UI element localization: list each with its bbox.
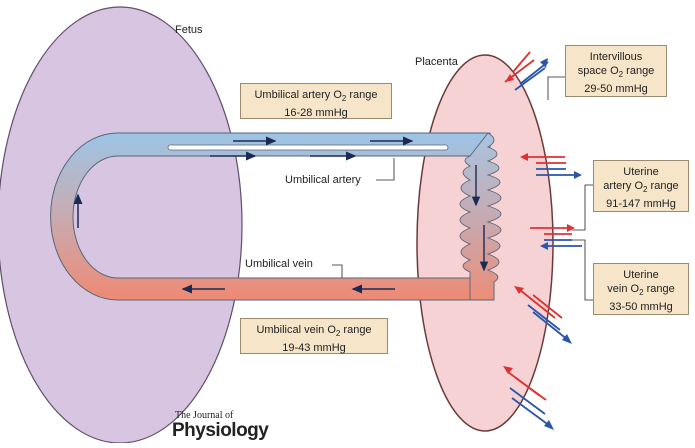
umbilical-vein-leader: [332, 264, 343, 278]
box-subscript: 2: [618, 70, 624, 80]
placenta-label: Placenta: [415, 56, 458, 68]
box-text: range: [340, 324, 372, 336]
box-text: Uterine: [623, 166, 659, 178]
box-subscript: 2: [643, 185, 648, 195]
journal-logo-small: The Journal of: [175, 410, 234, 421]
uterine-vessel-arrows: [503, 51, 582, 430]
umbilical-artery-leader: [376, 158, 395, 181]
box-value: 29-50 mmHg: [584, 83, 648, 96]
box-text: range: [647, 180, 679, 192]
box-text: vein O: [607, 283, 640, 295]
villi: [459, 132, 502, 301]
uterine-artery-o2-box: Uterine artery O2 range 91-147 mmHg: [593, 160, 689, 212]
box-value: 91-147 mmHg: [606, 198, 676, 211]
umbilical-artery-o2-box: Umbilical artery O2 range 16-28 mmHg: [240, 83, 392, 119]
umbilical-vein-label: Umbilical vein: [245, 258, 313, 270]
box-text: Intervillous: [589, 51, 643, 63]
artery-split: [167, 144, 449, 151]
uterine-vein-leader: [572, 239, 593, 301]
umbilical-artery-label: Umbilical artery: [285, 174, 361, 186]
box-text: range: [346, 89, 378, 101]
box-value: 19-43 mmHg: [282, 342, 346, 355]
box-text: Umbilical vein O: [256, 324, 336, 336]
umbilical-cord: [50, 132, 495, 301]
box-text: space O: [577, 65, 619, 77]
box-value: 16-28 mmHg: [284, 107, 348, 120]
box-subscript: 2: [639, 288, 644, 298]
box-text: range: [643, 283, 675, 295]
intervillous-leader: [547, 76, 565, 100]
umbilical-vein-o2-box: Umbilical vein O2 range 19-43 mmHg: [240, 318, 388, 354]
box-text: Umbilical artery O: [254, 89, 342, 101]
box-text: range: [623, 65, 655, 77]
uterine-vein-o2-box: Uterine vein O2 range 33-50 mmHg: [593, 263, 689, 315]
fetus-label: Fetus: [175, 24, 203, 36]
box-text: Uterine: [623, 269, 659, 281]
box-subscript: 2: [341, 94, 347, 104]
box-value: 33-50 mmHg: [609, 301, 673, 314]
journal-logo-big: Physiology: [172, 420, 269, 441]
fetus-shape: [0, 6, 243, 444]
uterine-artery-leader: [572, 184, 593, 231]
box-subscript: 2: [335, 329, 341, 339]
box-text: artery O: [603, 180, 644, 192]
intervillous-o2-box: Intervillous space O2 range 29-50 mmHg: [565, 45, 667, 97]
